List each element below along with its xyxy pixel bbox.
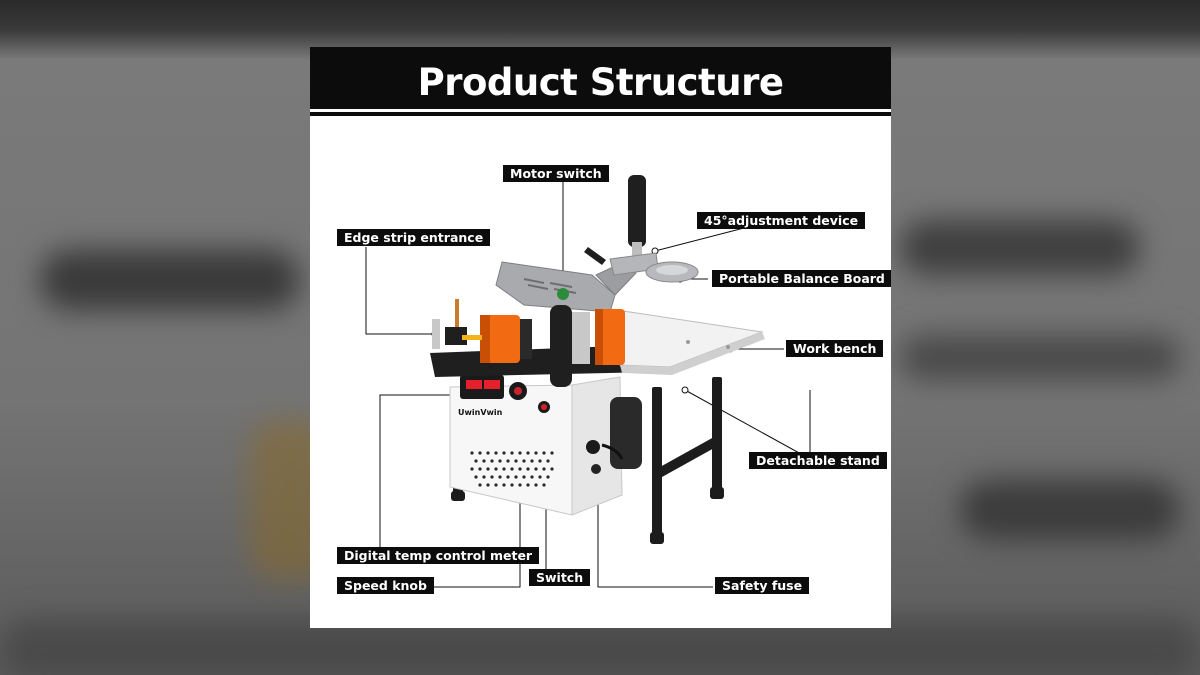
product-structure-card: Product Structure	[310, 47, 891, 628]
lever	[584, 247, 606, 265]
white-work-bench	[609, 308, 764, 368]
edge-strip-guide	[432, 319, 440, 349]
base-cabinet-front	[449, 384, 573, 516]
brand-text: UwinVwin	[458, 408, 503, 417]
label-motor-switch: Motor switch	[503, 165, 609, 182]
motor-cylinder	[610, 397, 642, 469]
label-digital-temp-control-meter: Digital temp control meter	[337, 547, 540, 564]
label-detachable-stand: Detachable stand	[749, 452, 887, 469]
label-portable-balance-board: Portable Balance Board	[712, 270, 891, 287]
grip-handle	[550, 305, 572, 387]
adjustment-handle	[628, 175, 646, 247]
label-45-adjustment-device: 45°adjustment device	[697, 212, 866, 229]
label-work-bench: Work bench	[786, 340, 884, 357]
motor-switch-button	[557, 288, 569, 300]
power-socket	[586, 440, 600, 454]
leader-lines	[365, 182, 811, 588]
digital-display-red	[466, 380, 482, 389]
edge-banding-machine-illustration	[365, 175, 811, 588]
page-title: Product Structure	[417, 61, 784, 104]
safety-fuse-shape	[591, 464, 601, 474]
label-switch: Switch	[529, 569, 591, 586]
grey-head-housing	[495, 261, 616, 313]
title-bar	[310, 47, 891, 109]
power-cable	[601, 443, 624, 460]
label-speed-knob: Speed knob	[337, 577, 434, 594]
title-rule	[310, 112, 891, 116]
label-edge-strip-entrance: Edge strip entrance	[337, 229, 491, 246]
digital-display-red-2	[484, 380, 500, 389]
label-safety-fuse: Safety fuse	[715, 577, 810, 594]
vent-holes	[470, 451, 554, 487]
